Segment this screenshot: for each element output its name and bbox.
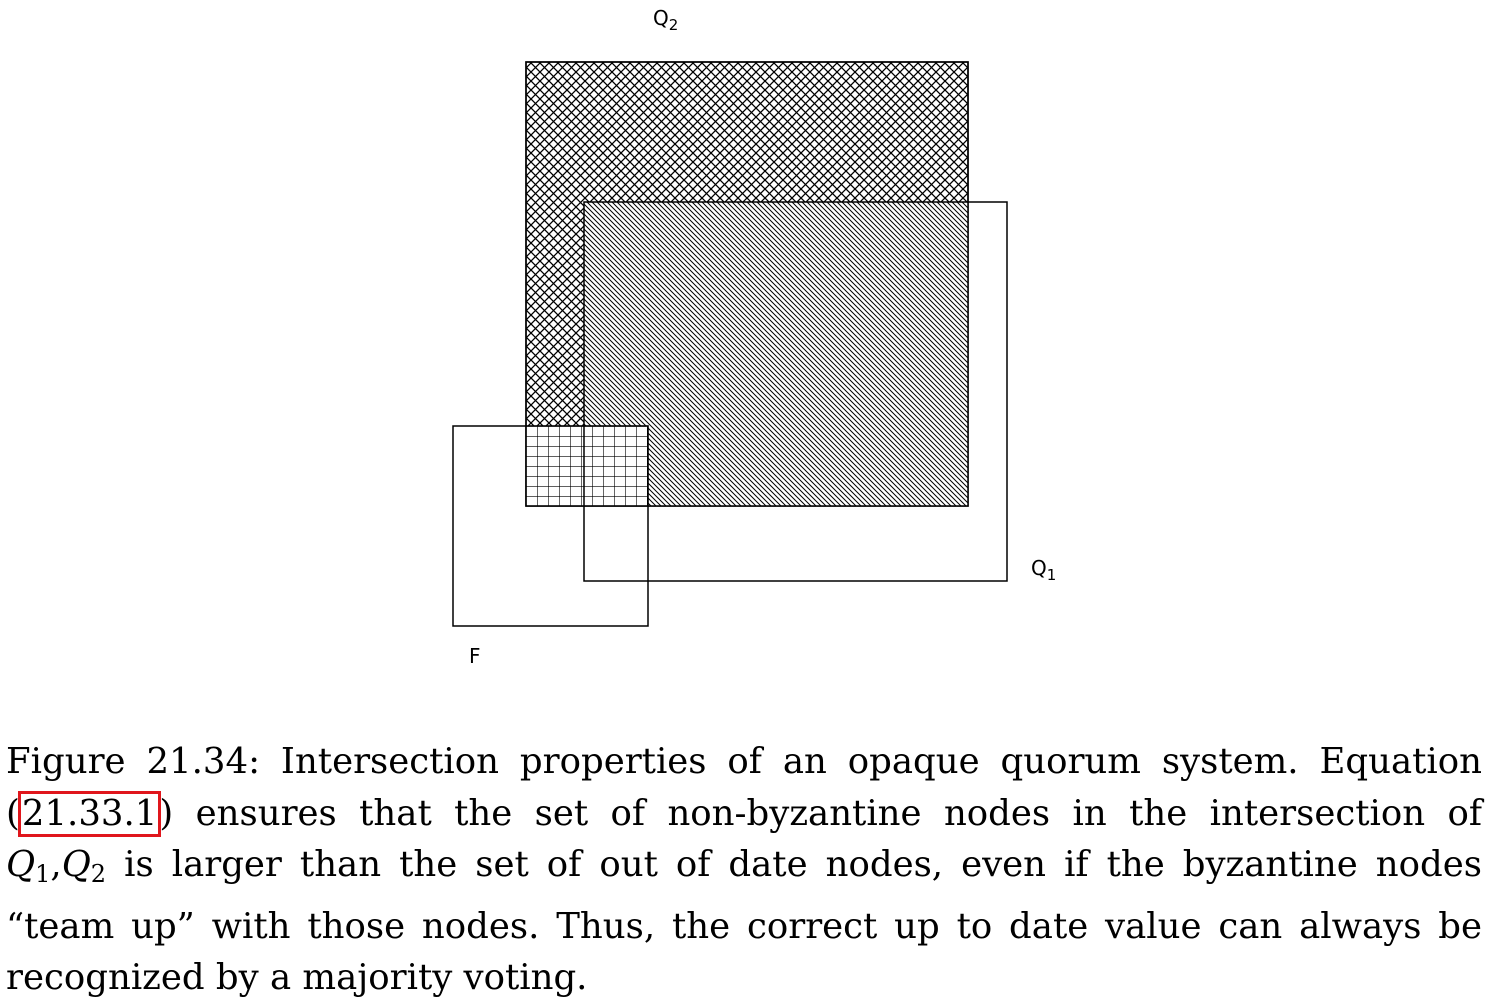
caption-line-2: (21.33.1) ensures that the set of non-by…	[6, 788, 1482, 840]
math-comma: ,	[50, 844, 62, 885]
quorum-diagram: Q2 Q1 F	[452, 8, 1056, 666]
label-q2: Q2	[653, 8, 678, 33]
label-q1-sub: 1	[1046, 566, 1057, 584]
caption-line-5: recognized by a majority voting.	[6, 952, 1482, 1004]
math-q2-letter: Q	[61, 844, 91, 885]
caption-sentence-1: Intersection properties of an opaque quo…	[280, 741, 1299, 782]
caption-line-1: Figure 21.34: Intersection properties of…	[6, 736, 1482, 788]
math-q1-sub: 1	[35, 860, 51, 888]
caption-word-equation: Equation	[1319, 741, 1482, 782]
equation-reference-link[interactable]: 21.33.1	[17, 790, 162, 837]
label-q1: Q1	[1031, 558, 1056, 583]
caption-line-2-text: ensures that the set of non-byzantine no…	[195, 792, 1482, 834]
label-q2-sub: 2	[668, 16, 679, 34]
q1-outline	[583, 201, 1008, 582]
figure-caption: Figure 21.34: Intersection properties of…	[6, 736, 1482, 1004]
f-outline	[452, 425, 649, 627]
math-q1: Q1	[6, 844, 51, 888]
quorum-diagram-svg	[452, 61, 1008, 627]
label-f-letter: F	[469, 644, 481, 668]
q2-border	[525, 61, 969, 507]
label-f: F	[469, 646, 481, 666]
f-q2-intersection-grid	[525, 425, 649, 507]
math-q1-letter: Q	[6, 844, 36, 885]
figure-number: Figure 21.34:	[6, 741, 261, 782]
math-q2-sub: 2	[90, 860, 107, 888]
paren-open: (	[6, 792, 20, 834]
caption-line-3-text: is larger than the set of out of date no…	[124, 844, 1482, 885]
label-q1-letter: Q	[1031, 556, 1047, 580]
caption-line-4-text: “team up” with those nodes. Thus, the co…	[6, 905, 1482, 947]
label-q2-letter: Q	[653, 6, 669, 30]
math-q2: Q2	[61, 844, 107, 888]
caption-line-3: Q1,Q2 is larger than the set of out of d…	[6, 839, 1482, 901]
caption-line-4: “team up” with those nodes. Thus, the co…	[6, 901, 1482, 953]
paren-close: )	[159, 792, 174, 834]
caption-line-5-text: recognized by a majority voting.	[6, 957, 588, 998]
